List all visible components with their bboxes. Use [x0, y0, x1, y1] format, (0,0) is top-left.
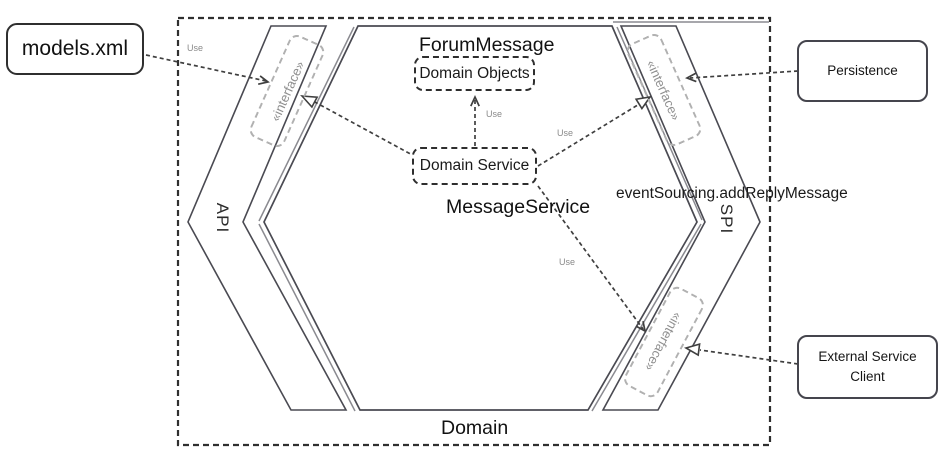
models-xml-label: models.xml: [21, 37, 129, 60]
persistence-node: Persistence: [797, 40, 928, 102]
models-xml-node: models.xml: [6, 23, 144, 75]
arrowhead-open: [635, 321, 647, 333]
edge-persistence-to-spi-interface: [689, 70, 799, 79]
external-service-client-label: External Service Client: [818, 349, 917, 384]
arrowhead-triangle: [634, 95, 652, 111]
use-label-modelsxml: Use: [187, 43, 204, 53]
event-sourcing-label: eventSourcing.addReplyMessage: [616, 185, 848, 202]
domain-service-node: Domain Service: [412, 147, 537, 185]
use-label-spi-top: Use: [557, 128, 574, 138]
edge-domainservice-to-api-interface: [312, 100, 417, 158]
arrowhead-open: [258, 75, 270, 86]
edge-modelsxml-to-api-interface: [145, 54, 267, 82]
use-label-spi-bottom: Use: [559, 257, 576, 267]
connectors: [145, 54, 799, 365]
message-service-label: MessageService: [446, 196, 591, 218]
edge-externalclient-to-spi-interface: [699, 349, 799, 365]
api-port-label: API: [213, 202, 232, 234]
domain-boundary: [176, 16, 772, 447]
spi-port-label: SPI: [717, 203, 736, 235]
edge-domainservice-to-spi-interface-top: [537, 102, 642, 167]
hexagon: [263, 25, 698, 411]
arrowhead-triangle: [300, 95, 319, 109]
forum-message-label: ForumMessage: [419, 34, 555, 56]
arrowhead-triangle: [683, 342, 701, 357]
use-label-domainobjects: Use: [486, 109, 503, 119]
domain-objects-label: Domain Objects: [419, 64, 530, 82]
edge-domainservice-to-spi-interface-bottom: [537, 185, 644, 330]
persistence-label: Persistence: [827, 63, 898, 79]
hexagon-double-edges: [258, 21, 769, 412]
open-arrowheads: [258, 72, 697, 333]
api-band: [187, 25, 348, 411]
external-service-client-node: External Service Client: [797, 335, 938, 399]
domain-service-label: Domain Service: [419, 157, 530, 174]
arrowhead-open: [470, 94, 480, 107]
hollow-triangle-arrowheads: [300, 95, 701, 357]
arrowhead-open: [684, 72, 697, 83]
domain-objects-node: Domain Objects: [414, 56, 535, 91]
spi-band: [601, 25, 761, 411]
domain-boundary-label: Domain: [441, 417, 509, 439]
